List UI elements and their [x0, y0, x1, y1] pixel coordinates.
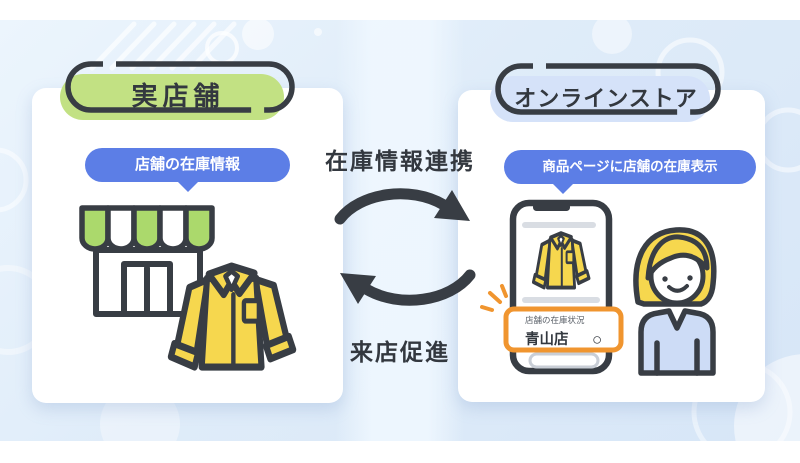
circle-decoration [734, 354, 800, 441]
bubble-tail [552, 183, 574, 194]
cycle-arrow-top-head [434, 190, 470, 221]
circle-decoration [242, 20, 274, 50]
background-canvas: 実店舗 オンラインストア 店舗の在庫情報 商品ページに店舗の在庫表示 在庫情報連… [0, 20, 800, 441]
cycle-arrow-bottom-head [340, 273, 376, 304]
stock-status-box: 店舗の在庫状況 青山店 ○ [503, 306, 624, 353]
online-store-illustration: 店舗の在庫状況 青山店 ○ [480, 199, 717, 376]
stock-caption-label: 店舗の在庫状況 [525, 315, 585, 325]
badge-outline [495, 63, 721, 115]
phone-button-placeholder [528, 352, 600, 369]
store-inventory-bubble-label: 店舗の在庫情報 [134, 156, 240, 173]
circle-decoration [592, 20, 632, 54]
person-smile [667, 284, 689, 293]
person-shirt [638, 308, 716, 376]
store-name-label: 青山店 [525, 330, 569, 348]
dot-decoration [314, 28, 322, 36]
person-hair-fringe [645, 234, 710, 281]
sync-top-label: 在庫情報連携 [325, 148, 475, 174]
physical-store-badge-label: 実店舗 [131, 81, 224, 111]
bubble-tail [176, 181, 199, 192]
store-awning [79, 205, 215, 252]
cycle-arrows-icon [334, 188, 476, 306]
center-column-highlight [336, 20, 464, 441]
store-inventory-bubble: 店舗の在庫情報 [85, 148, 290, 192]
in-stock-circle-symbol: ○ [592, 330, 602, 349]
storefront-illustration [79, 205, 320, 402]
storefront-icon [79, 205, 215, 317]
product-page-bubble-label: 商品ページに店舗の在庫表示 [542, 159, 718, 174]
product-page-bubble: 商品ページに店舗の在庫表示 [504, 150, 756, 194]
stock-status-outline [503, 306, 624, 353]
person-eye-right [687, 275, 693, 281]
sync-bottom-label: 来店促進 [350, 339, 450, 365]
online-store-badge-label: オンラインストア [514, 86, 698, 111]
person-icon [633, 227, 717, 376]
badge-outline [65, 61, 295, 113]
phone-notch [533, 203, 570, 211]
online-store-badge: オンラインストア [490, 63, 721, 122]
diagonal-stripes-decoration [89, 21, 237, 71]
ring-decoration [0, 147, 29, 213]
cycle-arrow-top [334, 188, 450, 225]
physical-store-badge: 実店舗 [60, 61, 295, 120]
cycle-arrow-bottom [360, 269, 476, 306]
sparkle-icon [480, 284, 508, 312]
person-eye-left [662, 276, 668, 282]
